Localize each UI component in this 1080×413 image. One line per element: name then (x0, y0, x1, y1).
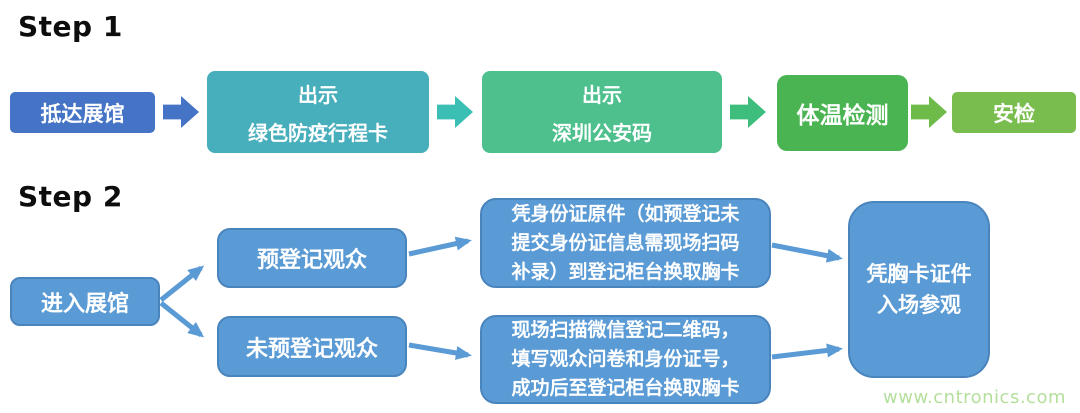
block-arrow-icon-3 (730, 96, 766, 128)
note-preregistered-instructions: 凭身份证原件（如预登记未 提交身份证信息需现场扫码 补录）到登记柜台换取胸卡 (480, 198, 771, 288)
note-line: 凭身份证原件（如预登记未 (511, 202, 740, 225)
note-line: 现场扫描微信登记二维码， (511, 319, 740, 341)
node-arrive-hall: 抵达展馆 (10, 92, 155, 133)
node-show-green-travel-card: 出示 绿色防疫行程卡 (207, 71, 429, 153)
arrow-noreg-to-note2 (408, 342, 472, 360)
arrow-entry-to-noreg (159, 301, 205, 338)
node-enter-with-badge: 凭胸卡证件 入场参观 (848, 201, 990, 378)
arrow-entry-to-prereg (159, 265, 205, 302)
final-line: 凭胸卡证件 (866, 261, 972, 286)
arrow-prereg-to-note1 (408, 236, 472, 257)
node-show-shenzhen-police-code: 出示 深圳公安码 (482, 71, 722, 153)
final-line: 入场参观 (877, 292, 961, 317)
node-security-check: 安检 (952, 92, 1076, 133)
note-onsite-registration-instructions: 现场扫描微信登记二维码， 填写观众问卷和身份证号， 成功后至登记柜台换取胸卡 (480, 315, 771, 404)
arrow-note2-to-final (771, 343, 843, 360)
node-line: 绿色防疫行程卡 (248, 120, 388, 145)
node-line: 深圳公安码 (552, 120, 652, 145)
node-temperature-check: 体温检测 (777, 75, 908, 151)
node-enter-hall: 进入展馆 (10, 277, 160, 326)
step1-heading: Step 1 (18, 10, 123, 43)
step2-heading: Step 2 (18, 180, 123, 213)
block-arrow-icon-2 (437, 96, 473, 128)
block-arrow-icon-1 (163, 96, 199, 128)
node-line: 出示 (582, 82, 622, 107)
site-watermark: www.cntronics.com (883, 387, 1066, 408)
note-line: 成功后至登记柜台换取胸卡 (511, 377, 740, 399)
note-line: 提交身份证信息需现场扫码 (511, 231, 740, 254)
note-line: 补录）到登记柜台换取胸卡 (511, 260, 740, 283)
note-line: 填写观众问卷和身份证号， (511, 348, 740, 370)
node-not-preregistered-visitors: 未预登记观众 (217, 316, 407, 377)
block-arrow-icon-4 (911, 96, 947, 128)
node-line: 出示 (298, 82, 338, 107)
arrow-note1-to-final (771, 242, 843, 263)
node-preregistered-visitors: 预登记观众 (217, 228, 407, 288)
